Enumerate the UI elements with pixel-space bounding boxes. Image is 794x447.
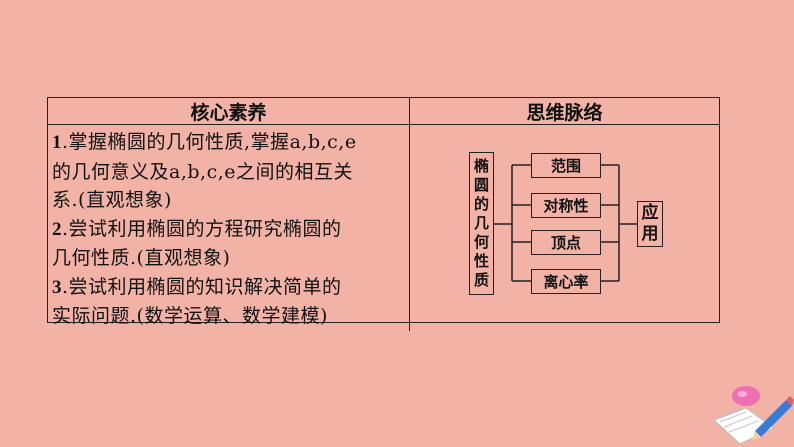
item-1-line-3: 系.(直观想象) xyxy=(52,189,172,211)
branch-range: 范围 xyxy=(531,153,601,178)
mind-map-diagram: 椭圆的几何性质 范围 对称性 顶点 离心率 应用 xyxy=(410,125,720,322)
connector-lines xyxy=(494,164,637,282)
item-1-line-1: 1.掌握椭圆的几何性质,掌握a,b,c,e xyxy=(52,131,357,153)
item-2-line-1: 2.尝试利用椭圆的方程研究椭圆的 xyxy=(52,217,342,240)
knowledge-table: 核心素养 思维脉络 1.掌握椭圆的几何性质,掌握a,b,c,e 的几何意义及a,… xyxy=(47,97,720,331)
branch-symmetry: 对称性 xyxy=(531,193,601,218)
core-literacy-list: 1.掌握椭圆的几何性质,掌握a,b,c,e 的几何意义及a,b,c,e之间的相互… xyxy=(48,125,410,331)
item-3-line-1: 3.尝试利用椭圆的知识解决简单的 xyxy=(52,275,342,298)
item-2-line-2: 几何性质.(直观想象) xyxy=(52,247,231,269)
paper-pencil-decoration-icon xyxy=(713,386,794,445)
item-1-number: 1 xyxy=(52,132,62,153)
item-2-number: 2 xyxy=(52,218,62,240)
root-box-ellipse-properties: 椭圆的几何性质 xyxy=(469,152,494,295)
branch-vertices: 顶点 xyxy=(531,230,601,255)
item-3-number: 3 xyxy=(52,276,62,298)
target-box-application: 应用 xyxy=(637,201,663,247)
item-1-line-2: 的几何意义及a,b,c,e之间的相互关 xyxy=(52,160,353,183)
branch-eccentricity: 离心率 xyxy=(531,269,601,294)
header-mind-map: 思维脉络 xyxy=(410,98,719,125)
item-3-line-2: 实际问题.(数学运算、数学建模) xyxy=(52,305,328,327)
mind-map-cell: 椭圆的几何性质 范围 对称性 顶点 离心率 应用 xyxy=(410,125,719,331)
header-core-literacy: 核心素养 xyxy=(48,98,410,125)
